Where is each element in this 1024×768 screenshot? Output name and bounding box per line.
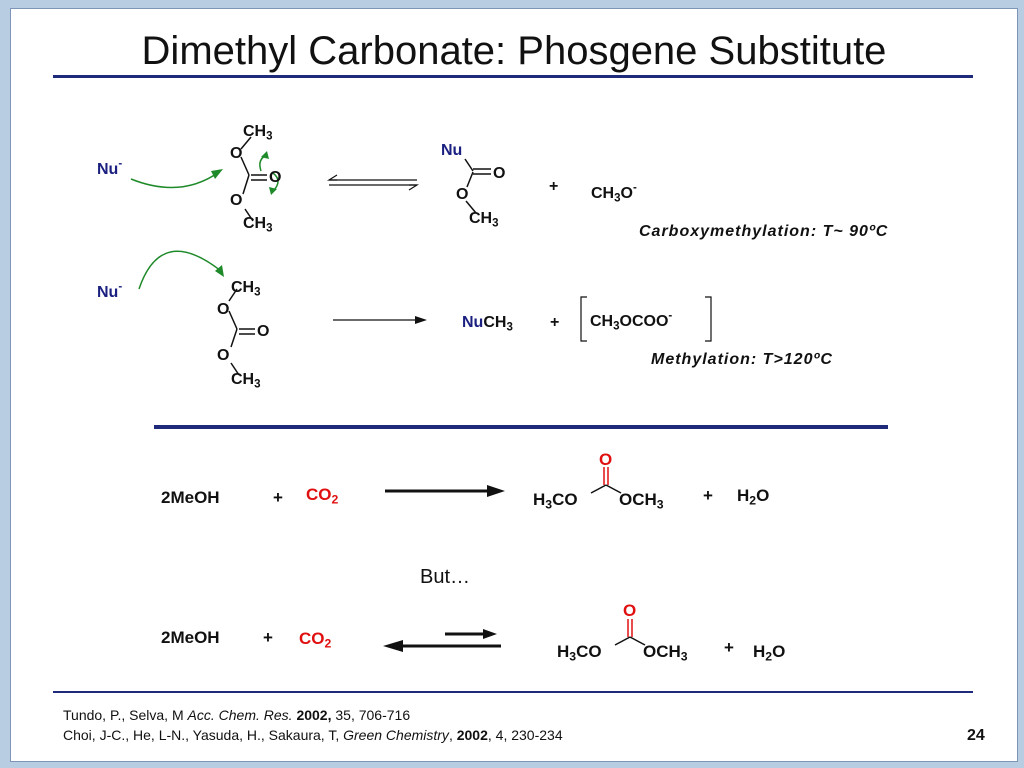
reaction2-methanol: 2MeOH [161,628,220,647]
footer-rule [53,691,973,693]
dmc1-bottom-methyl: CH3 [243,215,273,235]
equilibrium-arrow-2 [383,629,501,652]
but-text: But… [420,566,471,588]
methylcarbonate-anion: CH3OCOO- [590,310,673,333]
reaction2-plus2: + [724,638,734,657]
scheme2-plus: + [550,314,560,331]
dmc2-bottom-oxygen: O [217,347,230,364]
reaction1-right-methoxy: OCH3 [619,490,664,512]
reaction2-left-methoxy: H3CO [557,642,602,664]
reaction-drawings [53,136,973,693]
reaction2-co2: CO2 [299,629,332,651]
methylation-condition: Methylation: T>120ºC [651,351,833,368]
nucleophile-label-1: Nu- [97,158,123,178]
title-underline [53,75,973,78]
carboxymethylation-condition: Carboxymethylation: T~ 90ºC [639,223,889,240]
dmc2-top-oxygen: O [217,301,230,318]
dmc1-bottom-oxygen: O [230,192,243,209]
product1-carbonyl-oxygen: O [493,165,506,182]
product1-methyl: CH3 [469,210,499,230]
dmc-structure-1-bonds [240,136,267,222]
product1-oxygen: O [456,186,469,203]
scheme1-plus: + [549,178,559,195]
reaction1-methanol: 2MeOH [161,488,220,507]
dmc2-top-methyl: CH3 [231,279,261,299]
equilibrium-arrow-1 [326,174,420,191]
carbonate-1-bonds [590,484,622,494]
dmc-structure-2-bonds [228,288,255,376]
reaction2-right-methoxy: OCH3 [643,642,688,664]
dmc2-carbonyl-oxygen: O [257,323,270,340]
product1-nu: Nu [441,142,463,159]
slide: Dimethyl Carbonate: Phosgene Substitute [10,8,1018,762]
reaction1-carbonyl-oxygen: O [599,450,613,469]
reaction2-plus1: + [263,628,273,647]
page-number: 24 [967,727,985,744]
reaction2-water: H2O [753,642,786,664]
carbonate-2-bonds [614,636,646,646]
reference-1: Tundo, P., Selva, M Acc. Chem. Res. 2002… [63,707,411,723]
dmc2-bottom-methyl: CH3 [231,371,261,391]
methoxide: CH3O- [591,182,637,205]
methylated-product: NuCH3 [462,314,513,334]
reaction1-water: H2O [737,486,770,508]
slide-title: Dimethyl Carbonate: Phosgene Substitute [141,29,887,73]
product-structure-1-bonds [464,158,491,214]
nu-attack-arrow-1 [130,171,220,189]
reaction1-plus1: + [273,488,283,507]
reference-2: Choi, J-C., He, L-N., Yasuda, H., Sakaur… [63,727,563,743]
anion-brackets [580,296,712,342]
reaction1-left-methoxy: H3CO [533,490,578,512]
dmc1-top-methyl: CH3 [243,123,273,143]
reaction2-carbonyl-oxygen: O [623,601,637,620]
dmc1-carbonyl-oxygen: O [269,169,282,186]
section-separator [154,425,888,429]
reaction1-plus2: + [703,486,713,505]
nu-attack-arrow-2 [138,250,222,290]
reaction1-co2: CO2 [306,485,339,507]
nucleophile-label-2: Nu- [97,281,123,301]
dmc1-top-oxygen: O [230,145,243,162]
